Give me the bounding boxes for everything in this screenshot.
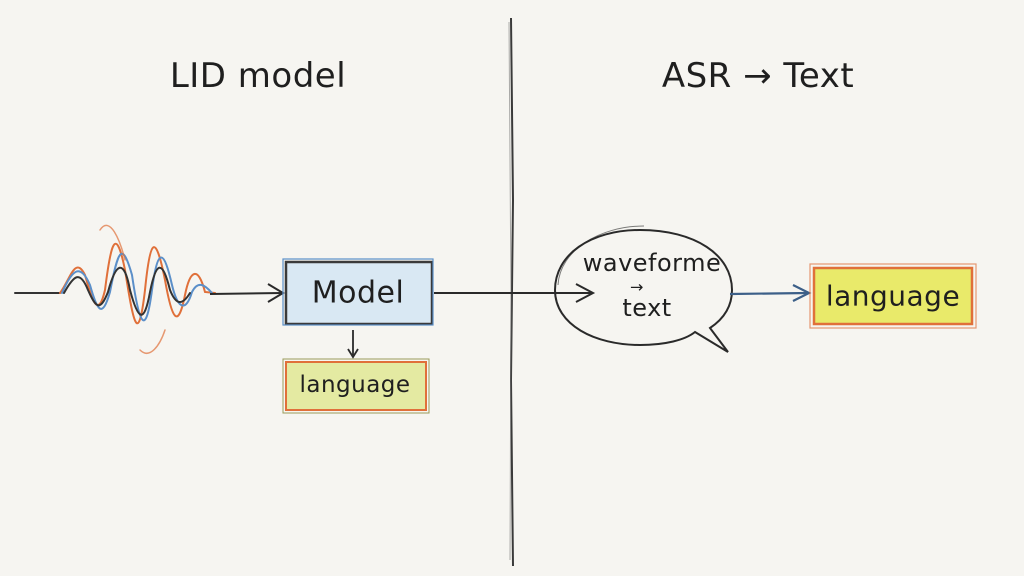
right-language-box-shape [809,263,977,329]
bubble-line1: waveforme [582,249,722,277]
model-box-shape [282,258,434,326]
arrow-wave-to-model [209,283,285,303]
right-language-label: language [825,279,961,313]
arrow-model-to-language [347,330,359,359]
left-language-box-shape [282,358,430,414]
right-title: ASR → Text [661,56,855,96]
waveform-icon [14,224,216,354]
speech-bubble-shape [553,225,734,353]
arrow-model-to-bubble [434,283,596,303]
bubble-arrow: → [630,277,644,297]
center-divider [509,17,515,567]
left-language-label: language [299,372,411,398]
left-title: LID model [169,56,347,96]
bubble-line2: text [622,294,672,322]
arrow-bubble-to-language [729,284,812,302]
model-box-label: Model [311,275,405,311]
